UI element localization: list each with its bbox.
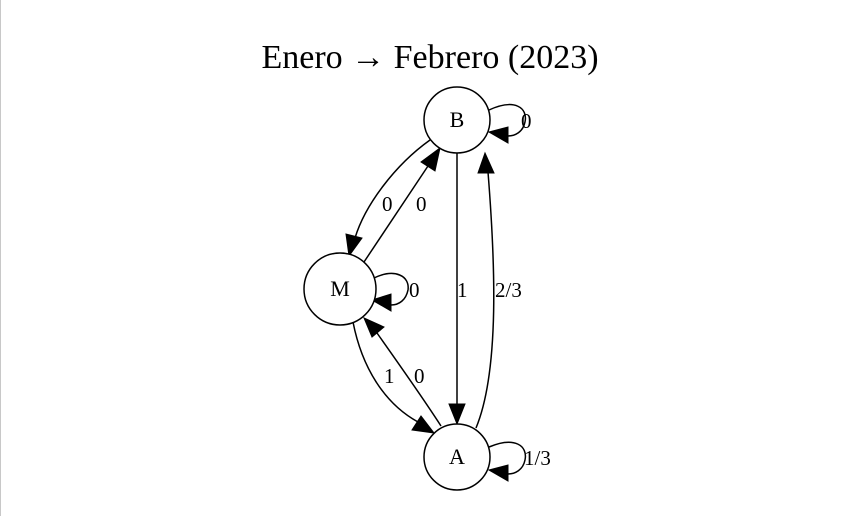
diagram-title: Enero → Febrero (2023) [261, 39, 598, 76]
edge-label-M-A: 1 [384, 364, 395, 388]
edge-A-B: 2/3 [475, 151, 522, 429]
edge-M-B: 0 [363, 146, 441, 263]
window-border [0, 0, 1, 516]
edge-B-M: 0 [345, 139, 431, 258]
edge-M-A: 1 [352, 321, 436, 434]
node-A: A [423, 423, 491, 491]
edge-B-A: 1 [448, 153, 468, 426]
edge-label-A-B: 2/3 [495, 278, 522, 302]
node-label-B: B [450, 107, 465, 132]
edge-label-M-B: 0 [416, 192, 427, 216]
node-label-M: M [330, 276, 350, 301]
edge-label-A-A: 1/3 [524, 446, 551, 470]
edge-B-B: 0 [487, 104, 532, 144]
node-B: B [423, 86, 491, 154]
edge-A-M: 0 [363, 317, 442, 427]
edge-M-M: 0 [370, 272, 420, 312]
edge-label-B-B: 0 [521, 109, 532, 133]
node-M: M [303, 252, 377, 326]
node-label-A: A [449, 444, 465, 469]
edge-label-M-M: 0 [409, 278, 420, 302]
edge-label-B-A: 1 [457, 278, 468, 302]
edge-A-A: 1/3 [487, 441, 551, 482]
edge-label-B-M: 0 [382, 192, 393, 216]
edge-label-A-M: 0 [414, 364, 425, 388]
